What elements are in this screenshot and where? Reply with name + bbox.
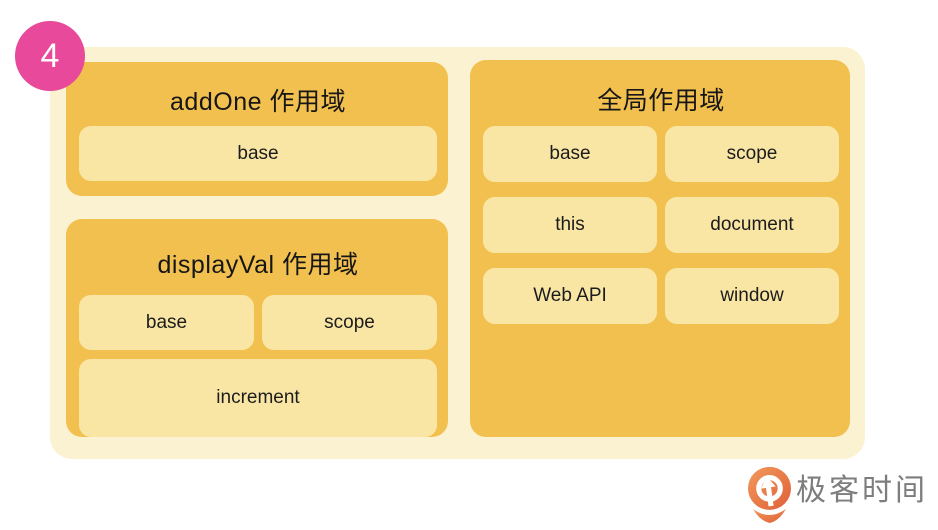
variable-cell-scope: scope [665,126,839,182]
scope-box-displayval: displayVal 作用域 base scope increment [66,219,448,437]
variable-cell-increment: increment [79,359,437,437]
variable-cell-base: base [483,126,657,182]
variable-cell-webapi: Web API [483,268,657,324]
scopes-diagram: addOne 作用域 base displayVal 作用域 base scop… [50,47,865,459]
scope-title-addone: addOne 作用域 [170,88,346,116]
scope-title-displayval: displayVal 作用域 [157,251,359,279]
geektime-pin-icon [747,466,792,523]
variable-cell-scope: scope [262,295,437,350]
scope-title-global: 全局作用域 [597,87,725,115]
variable-cell-base: base [79,295,254,350]
variable-cell-base: base [79,126,437,181]
addone-row: base [79,126,437,181]
scope-box-addone: addOne 作用域 base [66,62,448,196]
global-row-1: base scope [483,126,839,182]
step-badge: 4 [15,21,85,91]
global-row-2: this document [483,197,839,253]
geektime-logo-text: 极客时间 [796,474,928,507]
right-column: 全局作用域 base scope this document Web API w… [470,60,850,437]
left-column: addOne 作用域 base displayVal 作用域 base scop… [66,62,448,437]
variable-cell-document: document [665,197,839,253]
variable-cell-this: this [483,197,657,253]
step-badge-number: 4 [40,36,60,75]
displayval-row-1: base scope [79,295,437,350]
variable-cell-window: window [665,268,839,324]
scope-box-global: 全局作用域 base scope this document Web API w… [470,60,850,437]
geektime-logo: 极客时间 [747,465,928,523]
global-row-3: Web API window [483,268,839,324]
